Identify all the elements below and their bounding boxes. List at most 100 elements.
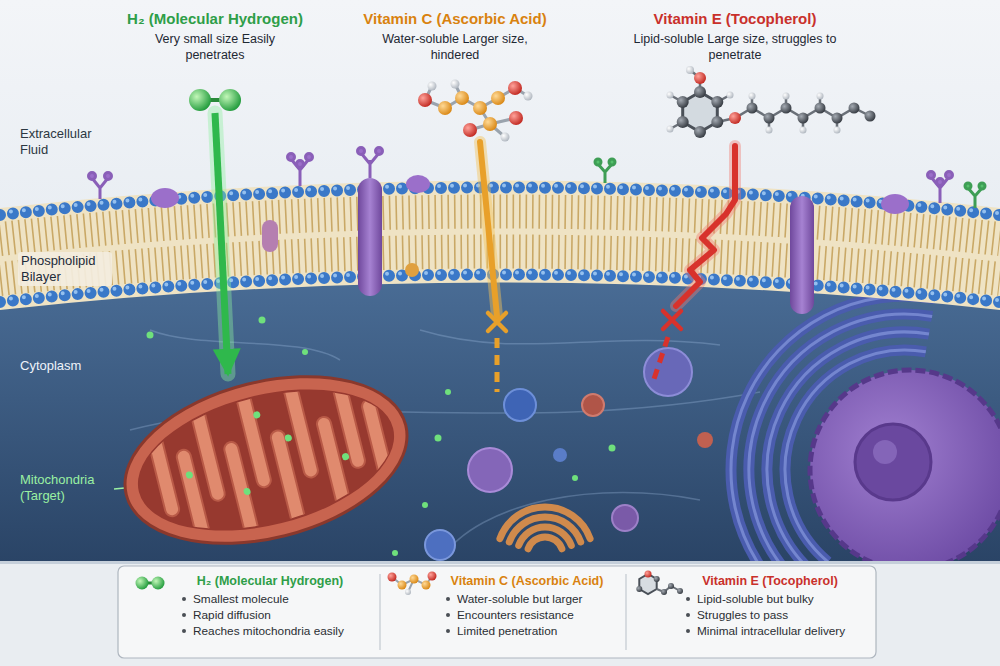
hydrogen-atom [766,127,773,134]
dashed-path [652,337,668,385]
hydrogen-atom [152,577,165,590]
glycan-bead [928,172,935,179]
nuclear-envelope [810,370,1000,562]
mitochondrion: Mitochondria (Target) [20,374,414,546]
organelle-label: Mitochondria (Target) [20,472,112,504]
oxygen-atom [645,571,652,578]
carbon-atom [764,113,775,124]
bullet-row: Lipid-soluble but bulky [672,591,868,607]
carbon-atom [711,116,723,128]
golgi-cisterna [528,537,562,549]
hydrogen-dot [572,475,578,481]
hydrogen-atom [749,93,756,100]
embedded-protein [262,220,278,252]
hydrogen-atom [405,589,411,595]
bullet-text: Water-soluble but larger [457,591,622,607]
hydrogen-icon [136,577,165,590]
bond [670,70,870,130]
oxygen-atom [694,72,706,84]
hydrogen-dot [422,502,428,508]
bullet-text: Reaches mitochondria easily [193,623,372,639]
hydrogen-dot [259,317,266,324]
bullet-text: Rapid diffusion [193,607,372,623]
hydrogen-dot [392,550,398,556]
hydrogen-dot [253,411,261,419]
vitamin-e-path [652,146,735,385]
molecule-subtitle: Very small size Easily penetrates [150,31,280,63]
bullet-text: Smallest molecule [193,591,372,607]
bullet-dot [446,629,450,633]
hydrogen-atom [727,92,734,99]
bullet-row: Reaches mitochondria easily [168,623,372,639]
bullet-text: Minimal intracellular delivery [697,623,868,639]
glycan-bead [937,179,944,186]
bullet-text: Encounters resistance [457,607,622,623]
peripheral-protein [881,194,909,214]
diffusion-arrow [215,113,228,374]
glycan-stem [291,159,309,186]
molecule-title: H₂ (Molecular Hydrogen) [105,10,325,28]
label-anchor: Cytoplasm [20,356,120,374]
glycoprotein [358,148,383,179]
bullet-dot [182,613,186,617]
hydrogen-atom [501,133,510,142]
crista [361,398,398,495]
tocopherol-molecule [667,66,876,138]
carbon-atom [483,117,497,131]
oxygen-atom [463,123,477,137]
carbon-atom [694,126,706,138]
glycan-bead [595,159,601,165]
oxygen-atom [729,112,741,124]
oxygen-atom [509,111,523,125]
hydrogen-dot [435,435,442,442]
golgi-apparatus [500,507,590,549]
panel-divider [379,574,380,650]
molecule-subtitle: Lipid-soluble Large size, struggles to p… [620,31,850,63]
path-glow [676,146,735,306]
hydrogen-atom [219,89,241,111]
ascorbic-acid-molecule [418,80,533,142]
bullet-row: Minimal intracellular delivery [672,623,868,639]
bullet-dot [446,613,450,617]
hydrogen-atom [667,126,674,133]
glycan-bead [288,154,295,161]
carbon-atom [438,101,452,115]
carbon-atom [473,101,487,115]
filament [150,330,340,360]
summary-panel [118,566,876,658]
glycan-stem [92,178,108,199]
bullet-dot [182,597,186,601]
bullet-dot [686,629,690,633]
nucleolus-core [873,440,897,464]
embedded-protein [405,263,419,277]
bullet-row: Encounters resistance [432,607,622,623]
cutaway-edge [0,561,1000,564]
vesicle [553,448,567,462]
hydrogen-dot [609,445,616,452]
bullet-row: Rapid diffusion [168,607,372,623]
molecule-header: H₂ (Molecular Hydrogen) Very small size E… [105,8,325,113]
carbon-atom [832,113,843,124]
channel-protein [790,196,814,314]
hydrogen-dot [302,349,308,355]
glycoprotein [89,173,112,200]
region-label: Phospholipid Bilayer [18,252,112,286]
lipid-head-shine [0,186,998,214]
block-mark [488,313,506,331]
hydrogen-dot [445,389,451,395]
glycan-bead [376,148,383,155]
carbon-atom [668,583,674,589]
dashed-path [495,338,500,392]
glycan-bead [105,173,112,180]
glycan-bead [297,161,304,168]
nucleus [810,370,1000,562]
carbon-atom [661,589,667,595]
oxygen-atom [388,573,397,582]
hydrogen-dot [341,452,349,460]
carbon-atom [849,103,860,114]
carbon-atom [677,116,689,128]
blocked-path [480,142,497,316]
hydrogen-atom [428,82,437,91]
carbon-atom [455,91,469,105]
